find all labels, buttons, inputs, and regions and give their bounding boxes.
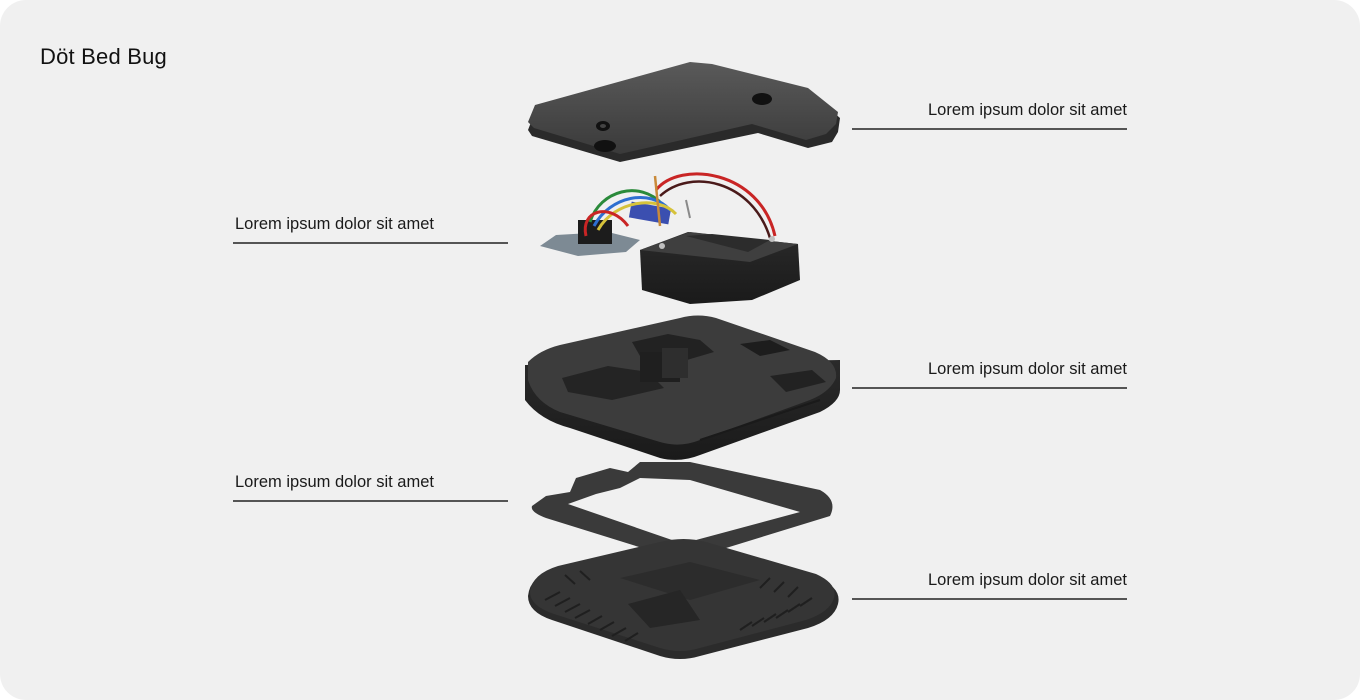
callout-top-lid: Lorem ipsum dolor sit amet — [852, 101, 1127, 130]
callout-label: Lorem ipsum dolor sit amet — [235, 215, 434, 233]
circuit-board-battery-icon — [540, 172, 800, 304]
callout-label: Lorem ipsum dolor sit amet — [928, 360, 1127, 378]
callout-label: Lorem ipsum dolor sit amet — [928, 101, 1127, 119]
base-plate-icon — [528, 539, 839, 659]
leader-line — [852, 128, 1127, 130]
main-housing-icon — [525, 315, 840, 460]
diagram-title: Döt Bed Bug — [40, 44, 167, 69]
callout-circuit-board: Lorem ipsum dolor sit amet — [233, 215, 508, 244]
callout-label: Lorem ipsum dolor sit amet — [928, 571, 1127, 589]
callout-gasket: Lorem ipsum dolor sit amet — [233, 473, 508, 502]
leader-line — [852, 598, 1127, 600]
top-lid-plate-icon — [528, 62, 840, 162]
callout-base-plate: Lorem ipsum dolor sit amet — [852, 571, 1127, 600]
callout-label: Lorem ipsum dolor sit amet — [235, 473, 434, 491]
leader-line — [852, 387, 1127, 389]
gasket-frame-icon — [531, 462, 833, 558]
callout-main-housing: Lorem ipsum dolor sit amet — [852, 360, 1127, 389]
leader-line — [233, 500, 508, 502]
leader-line — [233, 242, 508, 244]
